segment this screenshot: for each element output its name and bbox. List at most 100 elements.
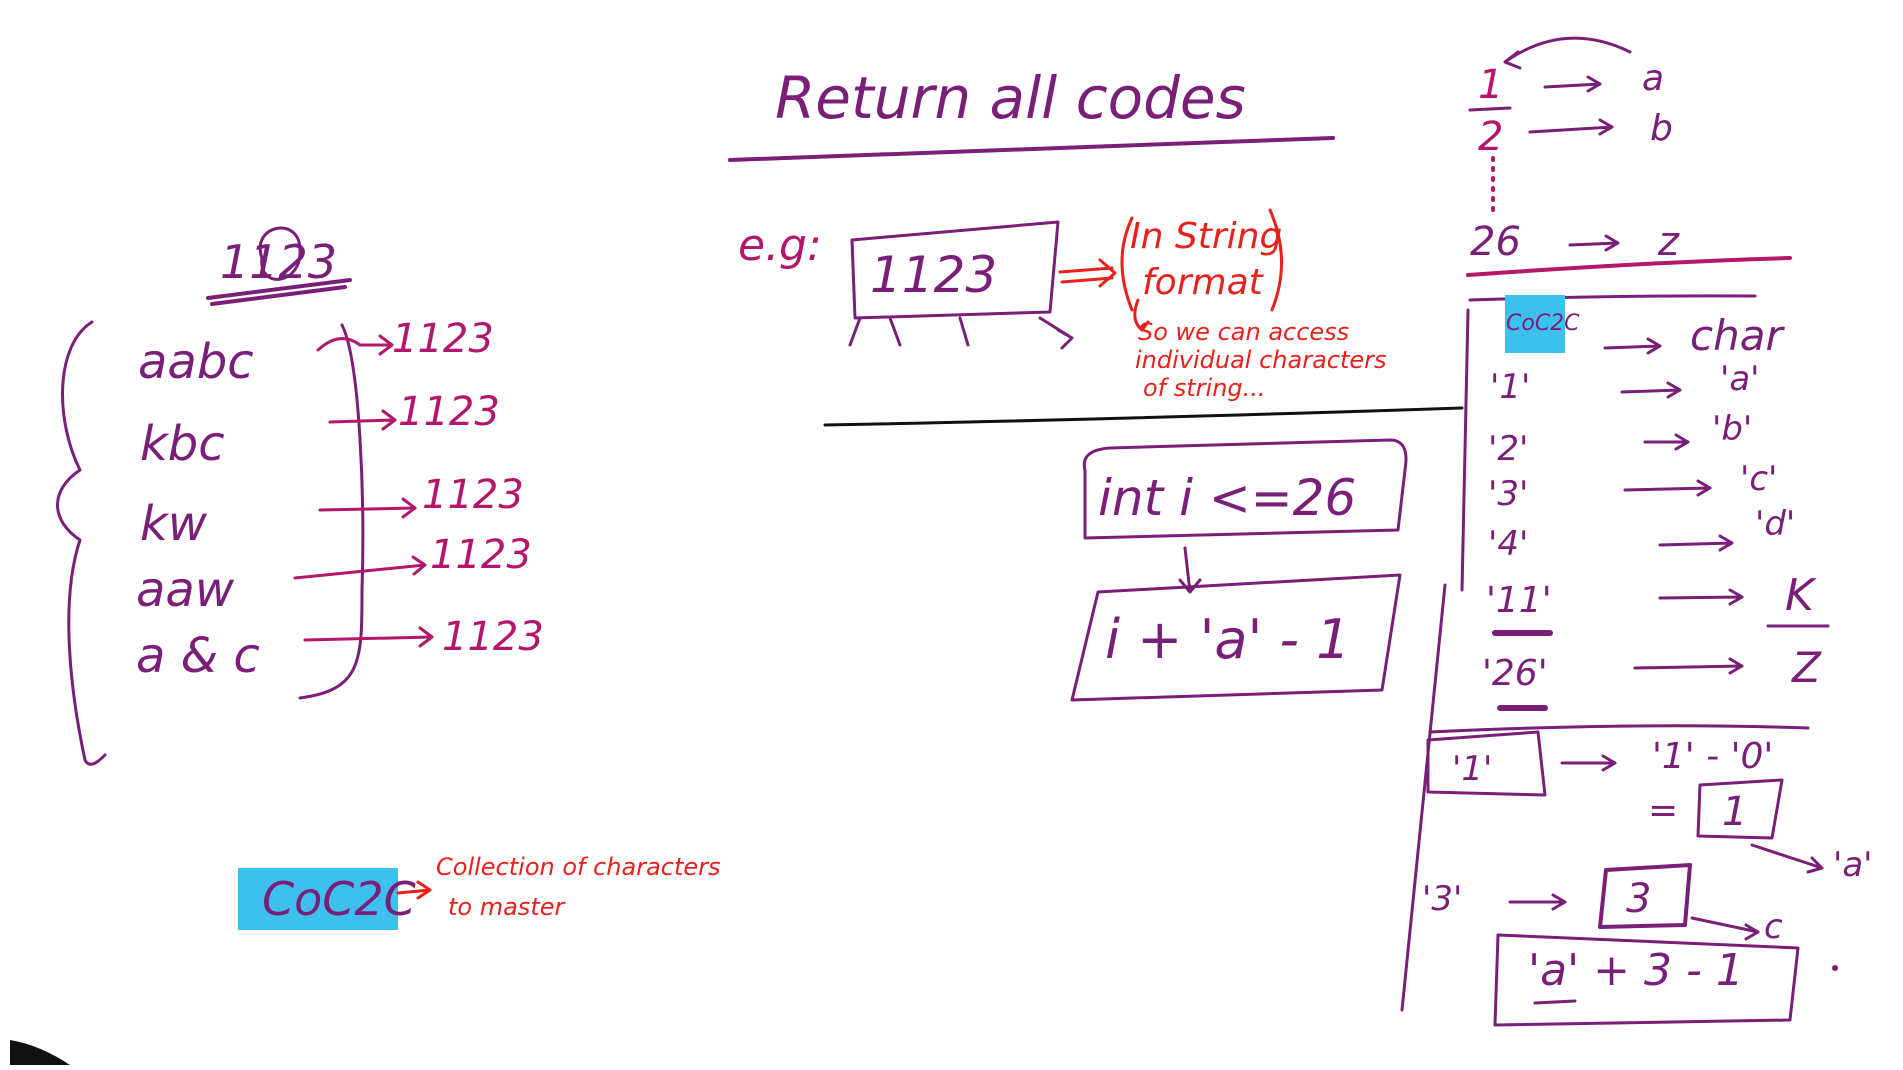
- title-underline: [728, 136, 1335, 162]
- coc2c-label: CoC2C: [262, 872, 416, 926]
- conv-result-a: 'a': [1833, 845, 1873, 885]
- example-string: 1123: [870, 246, 997, 304]
- code-row-5: a & c: [136, 628, 260, 684]
- formula-arrow: [1178, 546, 1202, 594]
- conv-equals: =: [1648, 790, 1678, 831]
- section-divider: [823, 406, 1464, 427]
- map-fraction-bar: [1468, 106, 1512, 112]
- example-index-arrows: [848, 316, 1074, 350]
- map-arrow-2: [1528, 118, 1614, 136]
- coc2c-arrow: [396, 880, 432, 900]
- note-paren-left: [1120, 216, 1134, 312]
- note-title-line1: In String: [1130, 216, 1282, 257]
- left-brace: [56, 320, 107, 766]
- digits-row-4: 1123: [430, 532, 532, 578]
- conv-trailing-dot: [1832, 965, 1838, 971]
- map-char-1: a: [1642, 58, 1664, 99]
- conv-subtract: '1' - '0': [1652, 736, 1773, 777]
- conv-arrow-1: [1560, 754, 1617, 772]
- arrow-row-5: [303, 626, 434, 648]
- formula-condition: int i <=26: [1098, 469, 1356, 527]
- conv-digit-one: 1: [1722, 789, 1747, 835]
- condition-box: [1082, 438, 1408, 540]
- char-map-right-2: 'b': [1712, 409, 1752, 449]
- char-map-arrow-3: [1623, 479, 1712, 497]
- note-line1: So we can access: [1138, 318, 1349, 346]
- example-arrow: [1058, 258, 1117, 288]
- code-row-1: aabc: [138, 334, 254, 390]
- title-group: Return all codes: [728, 64, 1335, 162]
- digits-row-2: 1123: [398, 389, 500, 435]
- page-corner-mark: [10, 1040, 70, 1065]
- char-map-left-6: '26': [1482, 653, 1548, 694]
- char-map-arrow-1: [1620, 381, 1682, 399]
- char-map-left-3: '3': [1488, 474, 1528, 514]
- conv-arrow-a: [1750, 843, 1824, 874]
- char-map-right-6: Z: [1791, 643, 1822, 692]
- map-arrow-1: [1543, 75, 1602, 93]
- conv-formula-box: [1493, 933, 1800, 1027]
- formula-group: int i <=26 i + 'a' - 1: [1070, 438, 1408, 702]
- example-group: e.g: 1123 In String format So we can acc…: [738, 208, 1387, 402]
- code-row-3: kw: [140, 496, 208, 552]
- conv-digit-three: 3: [1626, 876, 1651, 922]
- char-map-left-1: '1': [1490, 367, 1530, 407]
- map-arrow-26: [1568, 234, 1620, 252]
- char-map-header-left: CoC2C: [1506, 311, 1580, 336]
- conv-box-three: [1598, 863, 1692, 929]
- arrow-row-4: [293, 555, 427, 580]
- char-map-right-1: 'a': [1720, 359, 1760, 399]
- char-map-header-arrow: [1603, 337, 1662, 355]
- top-mapping: 1 2 a b 26 z: [1466, 36, 1792, 302]
- map-num-26: 26: [1470, 219, 1521, 265]
- formula-expression: i + 'a' - 1: [1105, 608, 1351, 671]
- conv-box-1: [1426, 730, 1547, 797]
- conversion-group: '1' '1' - '0' = 1 'a' '3' 3 c 'a' + 3 - …: [1422, 730, 1873, 1027]
- char-map-right-4: 'd': [1755, 504, 1795, 544]
- conv-formula: 'a' + 3 - 1: [1528, 945, 1744, 996]
- map-char-26: z: [1657, 219, 1680, 265]
- arrow-row-3: [318, 497, 417, 519]
- note-line2: individual characters: [1135, 346, 1387, 374]
- char-map-left-2: '2': [1488, 429, 1528, 469]
- swap-arc: [1503, 36, 1632, 70]
- conv-result-c: c: [1764, 907, 1783, 947]
- arrow-row-1: [316, 334, 394, 356]
- note-title-line2: format: [1142, 262, 1265, 303]
- left-input-number: 1123: [220, 235, 337, 289]
- char-map: CoC2C char '1' 'a' '2' 'b' '3' 'c' '4' '…: [1400, 295, 1830, 1012]
- conv-arrow-3: [1508, 893, 1567, 911]
- char-map-right-5: K: [1785, 570, 1817, 621]
- coc2c-meaning-line2: to master: [448, 893, 566, 921]
- code-row-2: kbc: [140, 416, 225, 472]
- char-map-arrow-6: [1633, 657, 1744, 675]
- page-title: Return all codes: [775, 64, 1246, 132]
- example-label: e.g:: [738, 220, 822, 271]
- conv-arrow-c: [1690, 916, 1760, 941]
- char-map-left-rule: [1400, 308, 1470, 1012]
- conv-box-one: [1696, 778, 1784, 840]
- char-map-right-3: 'c': [1740, 459, 1777, 499]
- note-paren-right: [1268, 208, 1284, 312]
- char-map-header-highlight: [1505, 295, 1565, 353]
- digits-row-3: 1123: [422, 472, 524, 518]
- note-down-arrow: [1133, 298, 1150, 332]
- digits-row-1: 1123: [392, 316, 494, 362]
- map-char-2: b: [1650, 108, 1673, 149]
- map-num-2: 2: [1478, 114, 1503, 160]
- coc2c-highlight: [238, 868, 398, 930]
- coc2c-meaning-line1: Collection of characters: [436, 853, 721, 881]
- example-box: [850, 220, 1060, 320]
- note-line3: of string...: [1143, 374, 1266, 402]
- char-map-left-4: '4': [1488, 524, 1528, 564]
- arrow-row-2: [328, 409, 397, 431]
- map-underline: [1466, 256, 1792, 277]
- flow-vertical-line: [298, 323, 365, 700]
- char-map-header-right: char: [1690, 311, 1785, 360]
- input-underline: [206, 278, 352, 306]
- expression-box: [1070, 573, 1402, 702]
- conv-char-three: '3': [1422, 879, 1462, 919]
- conv-formula-underline: [1533, 999, 1577, 1005]
